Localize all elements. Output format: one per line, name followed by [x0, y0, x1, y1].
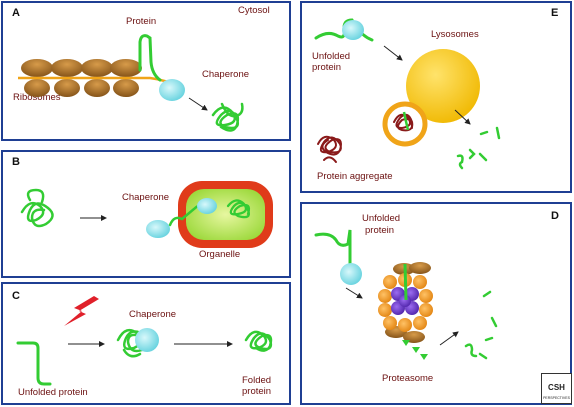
chaperone-b-inside: [197, 198, 217, 214]
degraded-fragments-e: [456, 126, 501, 170]
panel-a-cytosol-label: Cytosol: [238, 5, 270, 16]
ribosomes-group: [18, 59, 179, 97]
folded-protein-b: [226, 199, 251, 219]
organelle: [178, 181, 273, 248]
panel-c-unfolded-label: Unfolded protein: [18, 387, 88, 398]
unfolded-protein-c: [16, 341, 52, 386]
panel-a-ribosomes-label: Ribosomes: [13, 92, 61, 103]
panel-c-folded-label-1: Folded: [242, 375, 272, 386]
panel-d: [300, 202, 572, 405]
panel-a-chaperone-label: Chaperone: [202, 69, 250, 80]
autophagosome: [382, 101, 428, 147]
logo-text: CSH: [548, 383, 565, 392]
chaperone-a: [159, 79, 185, 101]
panel-b-organelle-label: Organelle: [199, 249, 241, 260]
proteasome: [378, 262, 433, 360]
panel-e-lysosomes-label: Lysosomes: [431, 29, 479, 40]
chaperone-e: [342, 20, 364, 40]
panel-c-folded-label-2: protein: [242, 386, 272, 397]
heat-shock-lightning: [64, 296, 99, 326]
nascent-protein: [138, 34, 162, 82]
panel-c-letter: C: [12, 290, 20, 302]
panel-c-chaperone-label: Chaperone: [129, 309, 177, 320]
lysosome: [406, 49, 480, 123]
panel-e-aggregate-label: Protein aggregate: [317, 171, 393, 182]
unfolded-protein-b: [20, 188, 54, 228]
folded-protein-a: [211, 102, 244, 132]
protein-aggregate: [317, 135, 342, 163]
chaperone-c: [135, 328, 159, 352]
panel-a-letter: A: [12, 7, 20, 19]
chaperone-d: [340, 263, 362, 285]
csh-perspectives-logo: CSH PERSPECTIVES: [541, 373, 572, 404]
panel-b-chaperone-label: Chaperone: [122, 192, 170, 203]
panel-d-unfolded-label-2: protein: [365, 225, 395, 236]
panel-b-letter: B: [12, 156, 20, 168]
panel-d-letter: D: [551, 210, 559, 222]
panel-e-unfolded-label-1: Unfolded: [312, 51, 351, 62]
panel-e-letter: E: [551, 7, 559, 19]
panel-d-unfolded-label-1: Unfolded: [362, 213, 401, 224]
panel-a-protein-label: Protein: [126, 16, 157, 27]
logo-subtext: PERSPECTIVES: [543, 396, 570, 400]
unfolded-protein-d: [314, 229, 352, 267]
degraded-fragments-d: [464, 290, 498, 360]
chaperone-b-outside: [146, 220, 170, 238]
panel-e-unfolded-label-2: protein: [312, 62, 342, 73]
aggregate-in-vesicle: [393, 113, 414, 132]
folded-protein-c: [244, 330, 273, 352]
panel-d-proteasome-label: Proteasome: [382, 373, 434, 384]
